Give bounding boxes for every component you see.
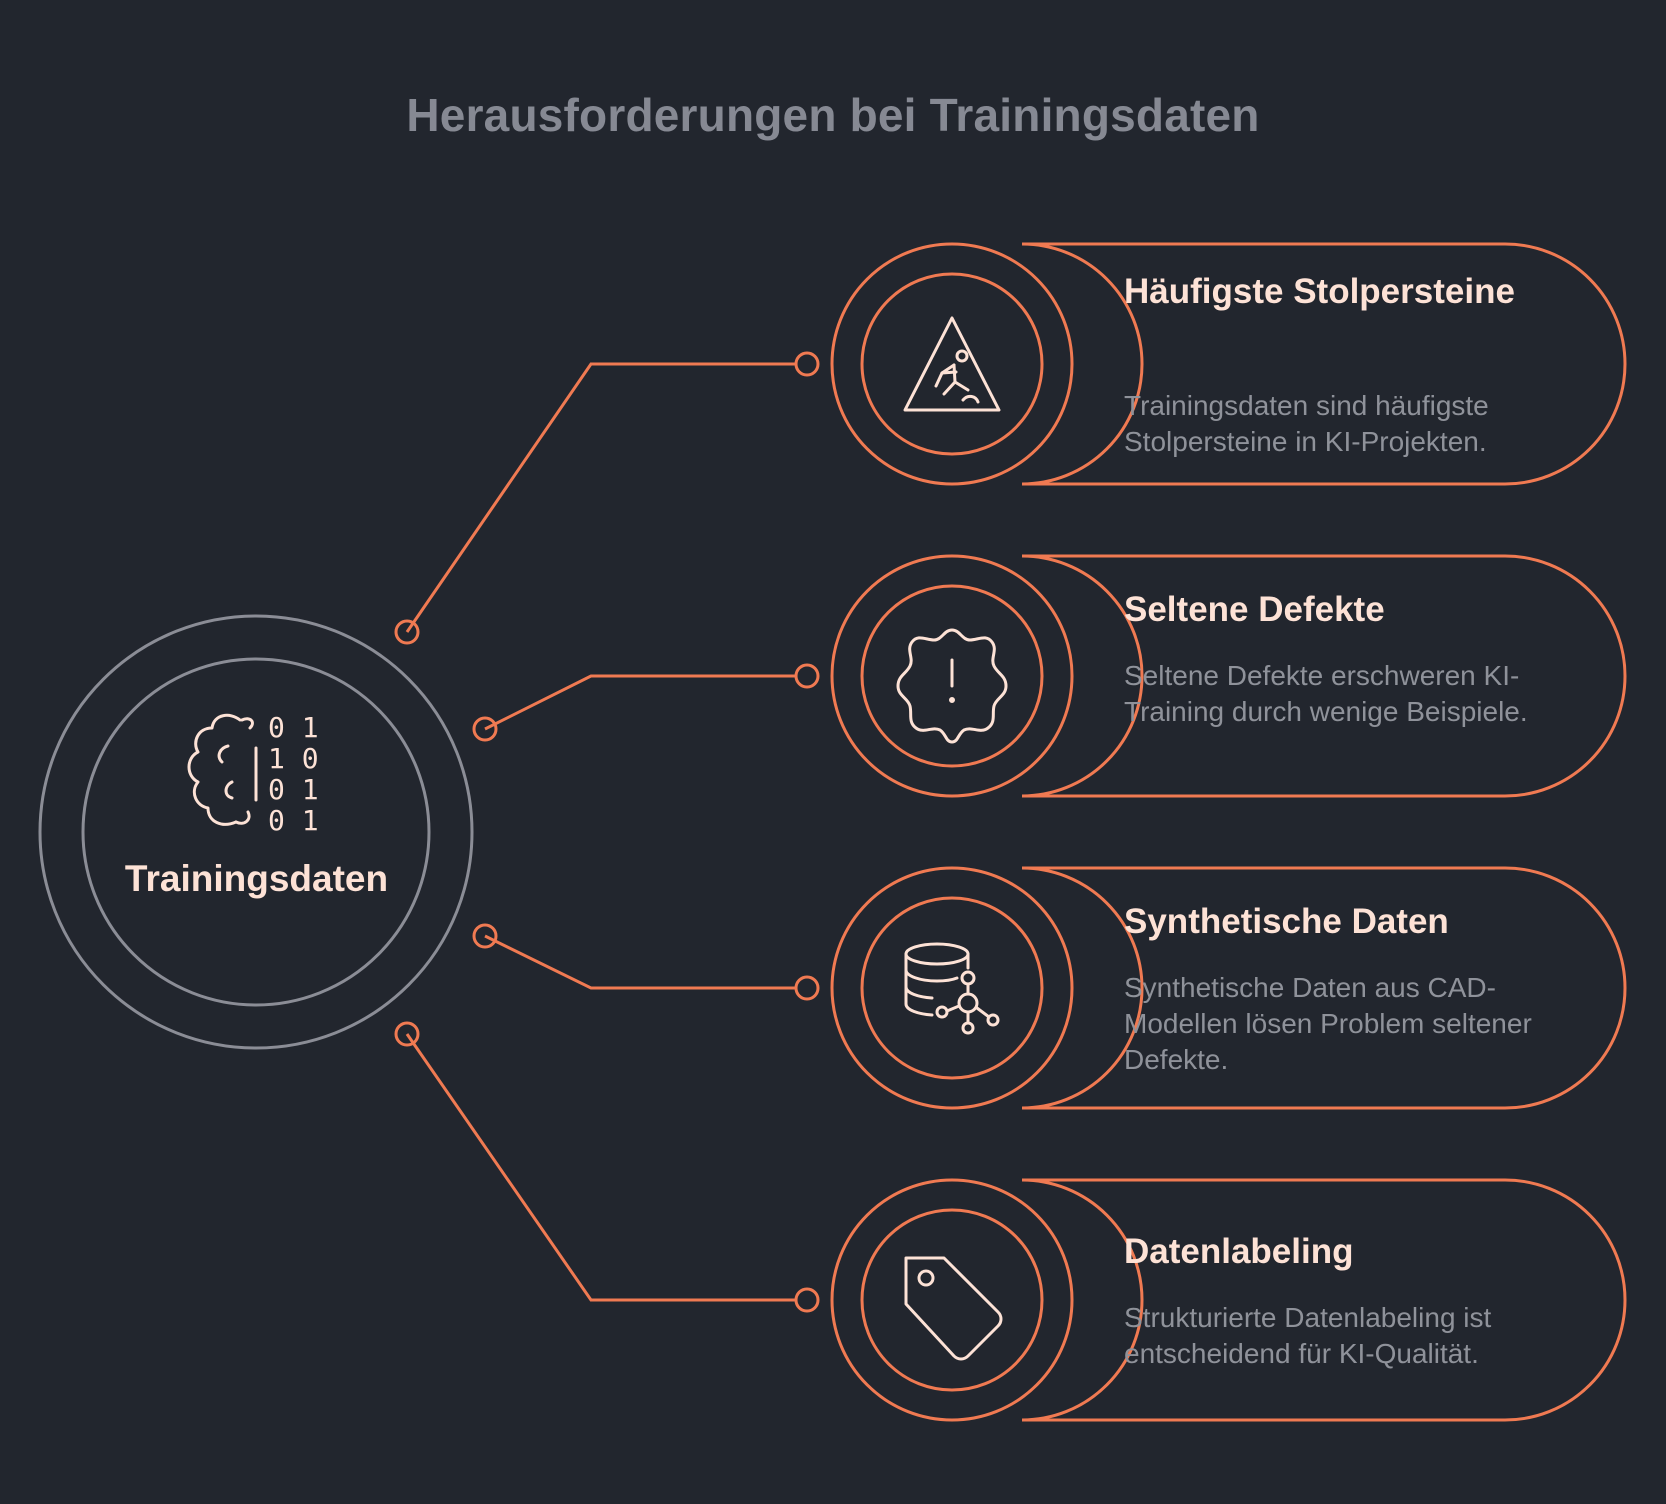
card-4-inner-ring xyxy=(860,1208,1044,1392)
card-3-description: Synthetische Daten aus CAD-Modellen löse… xyxy=(1124,972,1532,1075)
connector-1-end-dot xyxy=(794,351,820,377)
card-3-inner-ring xyxy=(860,896,1044,1080)
card-1-outer-ring xyxy=(830,242,1074,486)
card-3-outer-ring xyxy=(830,866,1074,1110)
database-network-icon xyxy=(904,942,1000,1035)
card-2-outline xyxy=(1021,554,1627,798)
connector-2-end-dot xyxy=(794,663,820,689)
center-inner-ring xyxy=(81,657,431,1007)
page-title: Herausforderungen bei Trainingsdaten xyxy=(406,89,1260,141)
card-1 xyxy=(830,242,1627,486)
card-3-outline xyxy=(1021,866,1627,1110)
connector-3-end-dot xyxy=(794,975,820,1001)
center-node xyxy=(38,614,474,1050)
card-2 xyxy=(830,554,1627,798)
tag-icon xyxy=(904,1256,1003,1361)
connector-2 xyxy=(484,674,795,731)
connector-1 xyxy=(405,362,795,633)
card-1-inner-ring xyxy=(860,272,1044,456)
connector-2-start-dot xyxy=(472,716,498,742)
card-4-outline xyxy=(1021,1178,1627,1422)
card-2-description: Seltene Defekte erschweren KI-Training d… xyxy=(1124,660,1528,727)
connector-4 xyxy=(405,1033,795,1302)
warning-person-slipping-icon xyxy=(903,316,1001,412)
connectors xyxy=(394,351,820,1313)
brain-binary-icon: 0 1 1 0 0 1 0 1 xyxy=(187,711,319,837)
card-3 xyxy=(830,866,1627,1110)
connector-4-end-dot xyxy=(794,1287,820,1313)
card-4-outer-ring xyxy=(830,1178,1074,1422)
center-label: Trainingsdaten xyxy=(124,858,389,899)
card-4-title: Datenlabeling xyxy=(1124,1232,1354,1271)
connector-4-start-dot xyxy=(394,1021,420,1047)
binary-row-2: 1 0 xyxy=(268,742,319,775)
card-4-description: Strukturierte Datenlabeling ist entschei… xyxy=(1124,1302,1492,1369)
alert-badge-icon xyxy=(896,628,1008,744)
binary-row-4: 0 1 xyxy=(268,804,319,837)
card-1-outline xyxy=(1021,242,1627,486)
connector-1-start-dot xyxy=(394,619,420,645)
binary-row-1: 0 1 xyxy=(268,711,319,744)
card-3-title: Synthetische Daten xyxy=(1124,902,1449,941)
card-2-inner-ring xyxy=(860,584,1044,768)
connector-3 xyxy=(484,934,795,990)
card-1-description: Trainingsdaten sind häufigste Stolperste… xyxy=(1124,390,1489,457)
center-outer-ring xyxy=(38,614,474,1050)
binary-row-3: 0 1 xyxy=(268,773,319,806)
card-2-outer-ring xyxy=(830,554,1074,798)
card-2-title: Seltene Defekte xyxy=(1124,590,1385,629)
connector-3-start-dot xyxy=(472,923,498,949)
card-1-title: Häufigste Stolpersteine xyxy=(1124,272,1515,311)
card-4 xyxy=(830,1178,1627,1422)
